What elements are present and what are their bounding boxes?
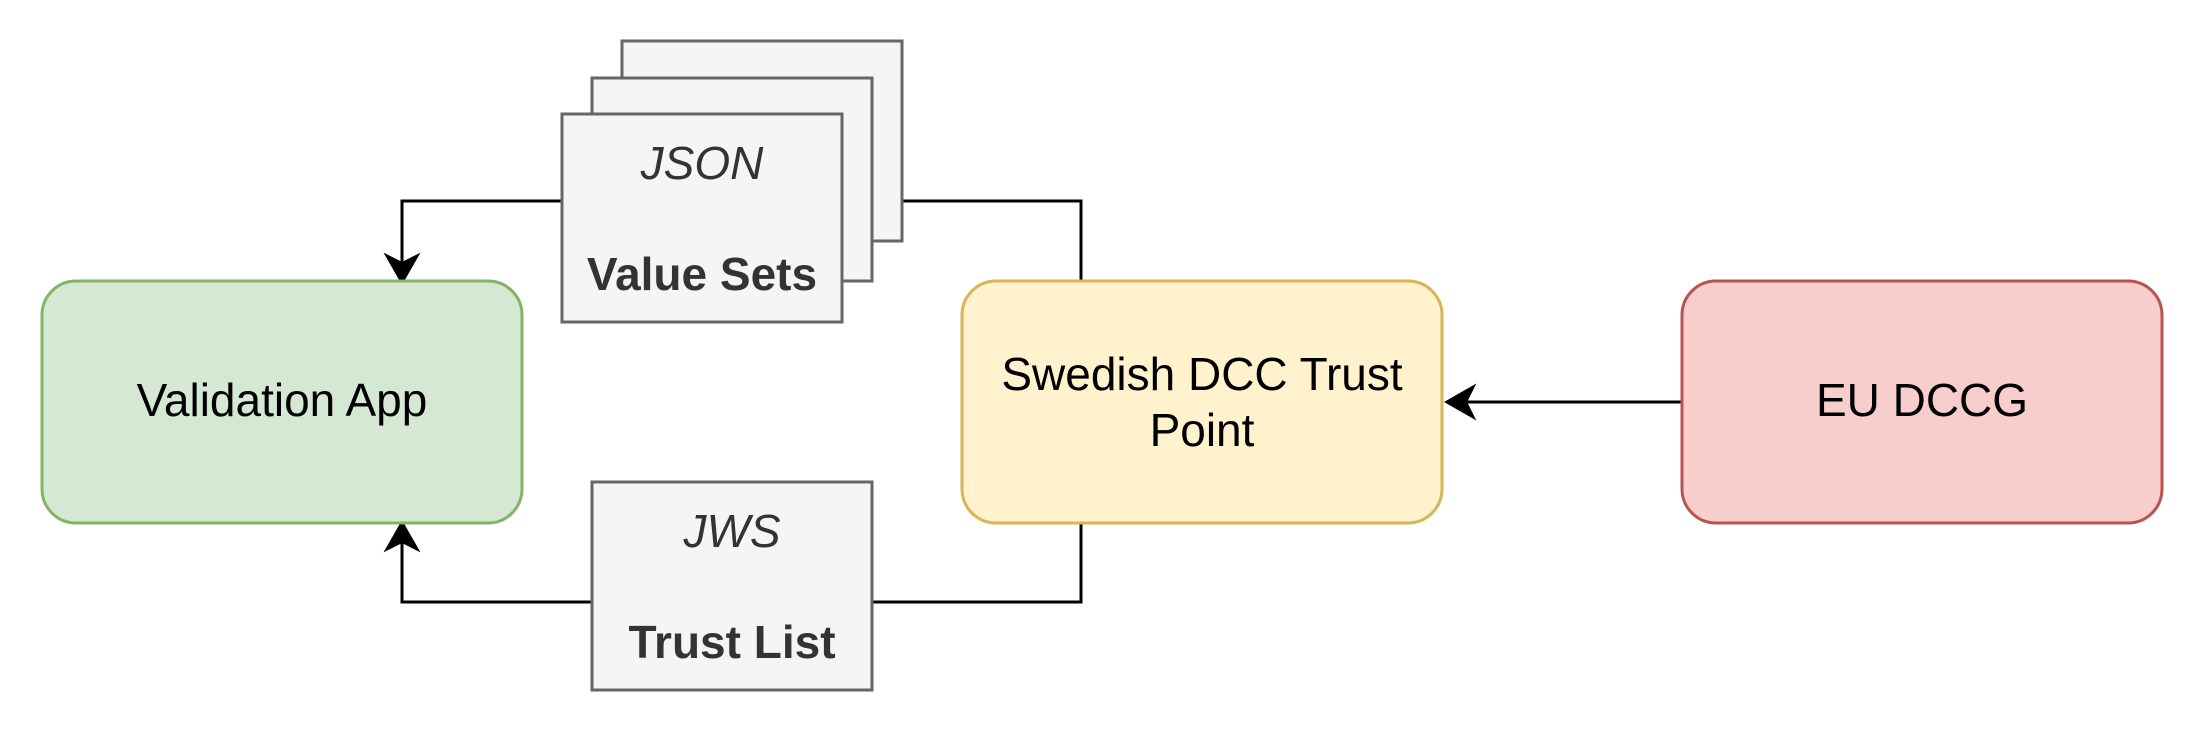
arrowhead-eu-to-trust-point (1443, 383, 1477, 421)
validation-app-box (40, 279, 524, 525)
eu-dccg-box (1680, 279, 2164, 525)
node-validation-app[interactable]: Validation App (40, 279, 524, 525)
value-sets-sheet-front (560, 112, 844, 324)
trust-list-format-label: JWS (682, 505, 780, 557)
trust-point-label-line2: Point (1150, 404, 1255, 456)
trust-list-sheet (590, 480, 874, 692)
eu-dccg-label: EU DCCG (1816, 374, 2028, 426)
trust-point-label-line1: Swedish DCC Trust (1001, 348, 1403, 400)
value-sets-title: Value Sets (587, 248, 817, 300)
arrowhead-value-sets (383, 252, 421, 286)
document-stack-value-sets[interactable]: JSON Value Sets (560, 39, 904, 324)
trust-point-box (960, 279, 1444, 525)
validation-app-label: Validation App (137, 374, 428, 426)
node-swedish-dcc-trust-point[interactable]: Swedish DCC Trust Point (960, 279, 1444, 525)
node-eu-dccg[interactable]: EU DCCG (1680, 279, 2164, 525)
document-trust-list[interactable]: JWS Trust List (590, 480, 874, 692)
trust-list-title: Trust List (628, 616, 835, 668)
arrowhead-trust-list (383, 519, 421, 553)
value-sets-format-label: JSON (640, 137, 764, 189)
